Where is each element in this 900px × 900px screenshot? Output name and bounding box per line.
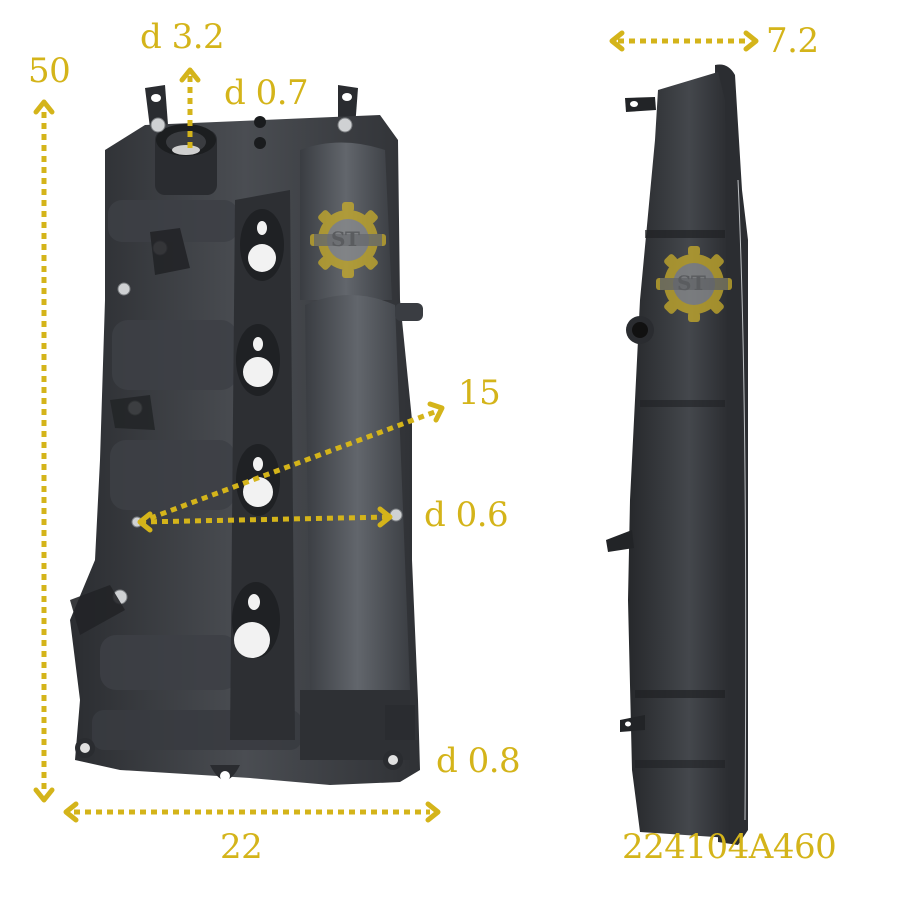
- dimension-label-depth: 7.2: [766, 21, 819, 61]
- dimension-label-width: 22: [220, 827, 263, 867]
- dimension-label-height: 50: [28, 51, 71, 91]
- dimension-label-oil-filler: d 3.2: [140, 17, 225, 57]
- dimension-label-mount-hole: d 0.6: [424, 495, 509, 535]
- arrow-heads: [33, 30, 759, 823]
- side-view: [606, 64, 748, 845]
- part-number: 224104A460: [622, 827, 837, 867]
- front-view: [70, 85, 423, 785]
- watermark-text: ST: [331, 227, 360, 251]
- dimension-arrows: [41, 38, 750, 815]
- dimension-label-diagonal: 15: [458, 373, 501, 413]
- watermark-text-side: ST: [677, 271, 706, 295]
- watermark-logo: [310, 202, 732, 322]
- dimension-label-corner-hole: d 0.8: [436, 741, 521, 781]
- dimension-label-top-hole: d 0.7: [224, 73, 309, 113]
